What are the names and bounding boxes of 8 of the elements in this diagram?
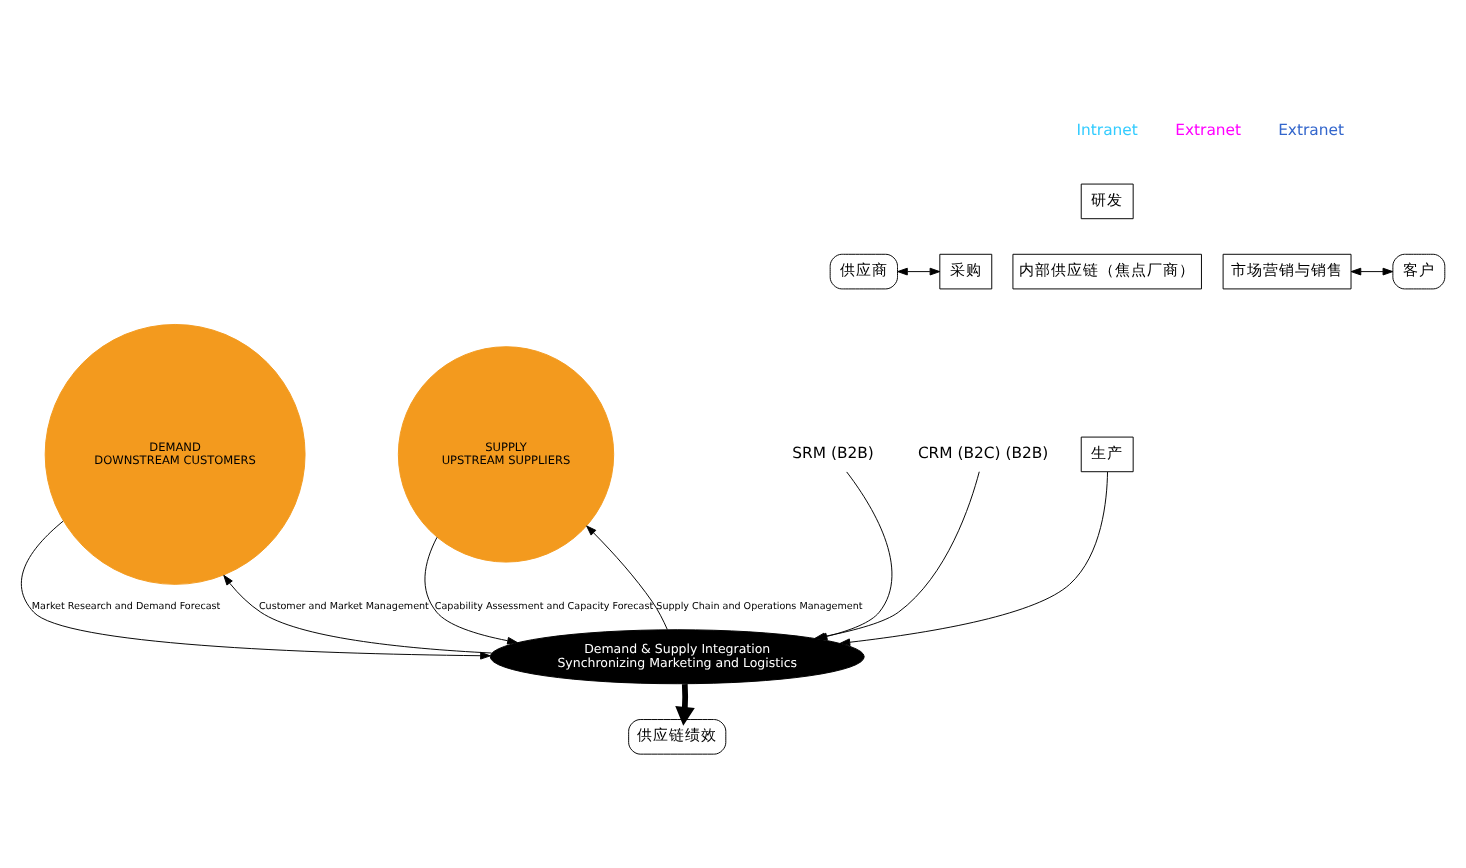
arrow — [20, 520, 491, 660]
arrow — [897, 267, 941, 276]
arrow — [675, 684, 695, 726]
arrow — [424, 536, 518, 645]
arrow — [1350, 267, 1394, 276]
arrow — [586, 525, 668, 630]
arrow — [223, 574, 493, 654]
arrow — [839, 471, 1108, 647]
